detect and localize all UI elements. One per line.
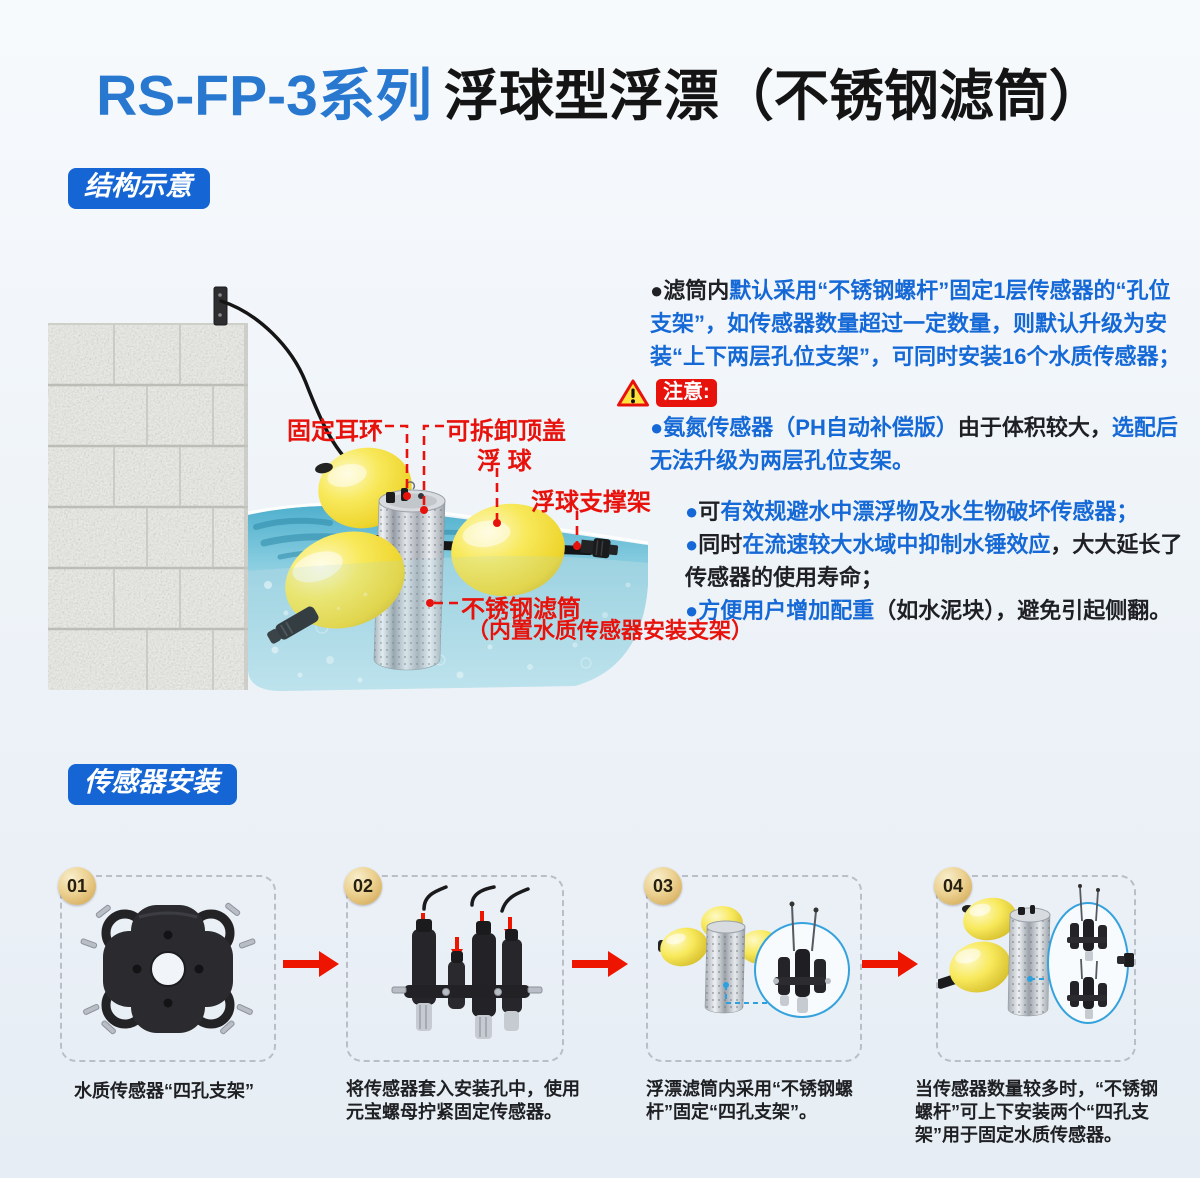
step-box-2: 02 [344, 867, 564, 1062]
step3-image-float-with-callout [658, 901, 850, 1018]
product-name: 浮球型浮漂（不锈钢滤筒） [443, 65, 1104, 127]
label-filter-note: （内置水质传感器安装支架） [467, 618, 754, 643]
step-caption-4: 当传感器数量较多时，“不锈钢螺杆”可上下安装两个“四孔支架”用于固定水质传感器。 [915, 1079, 1158, 1145]
float-nozzle [267, 606, 319, 644]
step-box-4: 04 [934, 867, 1136, 1062]
page-title: RS-FP-3系列浮球型浮漂（不锈钢滤筒） [0, 50, 1200, 132]
notice-badge: 注意: [656, 379, 717, 407]
step-caption-3: 浮漂滤筒内采用“不锈钢螺杆”固定“四孔支架”。 [646, 1079, 853, 1122]
step-box-1: 01 [58, 867, 276, 1062]
section-badge-install: 传感器安装 [68, 764, 237, 805]
structure-diagram-illustration [48, 286, 649, 691]
rod-end-fitting [580, 538, 619, 559]
series-name: RS-FP-3系列 [96, 64, 432, 128]
label-fixing-ring: 固定耳环 [287, 418, 383, 445]
note-paragraph-4: ●同时在流速较大水域中抑制水锤效应，大大延长了传感器的使用寿命； [685, 532, 1183, 590]
note-paragraph-2: ●氨氮传感器（PH自动补偿版）由于体积较大，选配后无法升级为两层孔位支架。 [650, 415, 1178, 473]
step-number-badge-1: 01 [58, 867, 96, 905]
label-float-ball: 浮 球 [477, 448, 532, 475]
step-caption-2: 将传感器套入安装孔中，使用元宝螺母拧紧固定传感器。 [346, 1079, 580, 1122]
filter-cylinder [363, 481, 446, 671]
note-paragraph-3: ●可有效规避水中漂浮物及水生物破坏传感器； [685, 499, 1139, 524]
section-badge-structure: 结构示意 [68, 168, 210, 209]
step-number-badge-3: 03 [644, 867, 682, 905]
arrow-icon [283, 951, 339, 977]
label-float-support: 浮球支撑架 [531, 489, 651, 516]
stone-wall [48, 323, 248, 690]
label-removable-top: 可拆卸顶盖 [446, 418, 566, 445]
arrow-icon [862, 951, 918, 977]
step-box-3: 03 [644, 867, 862, 1062]
notice-row: 注意: [616, 377, 1195, 409]
warning-icon [617, 379, 649, 407]
benefits-block: ●可有效规避水中漂浮物及水生物破坏传感器； ●同时在流速较大水域中抑制水锤效应，… [685, 495, 1197, 627]
float-device [248, 447, 648, 691]
notes-column: ●滤筒内默认采用“不锈钢螺杆”固定1层传感器的“孔位支架”，如传感器数量超过一定… [617, 274, 1197, 627]
leader-dots [403, 492, 581, 607]
step-number-badge-2: 02 [344, 867, 382, 905]
step2-image-sensors-in-bracket [391, 885, 543, 1039]
arrow-icon [572, 951, 628, 977]
step-caption-1: 水质传感器“四孔支架” [74, 1081, 254, 1101]
note-paragraph-1: ●滤筒内默认采用“不锈钢螺杆”固定1层传感器的“孔位支架”，如传感器数量超过一定… [650, 278, 1181, 369]
step4-image-double-bracket [938, 884, 1134, 1024]
note-paragraph-5: ●方便用户增加配重（如水泥块），避免引起侧翻。 [685, 598, 1172, 623]
leader-lines [370, 424, 579, 605]
label-filter: 不锈钢滤筒 [461, 596, 581, 623]
step1-image-four-hole-bracket [80, 902, 256, 1035]
step-number-badge-4: 04 [934, 867, 972, 905]
